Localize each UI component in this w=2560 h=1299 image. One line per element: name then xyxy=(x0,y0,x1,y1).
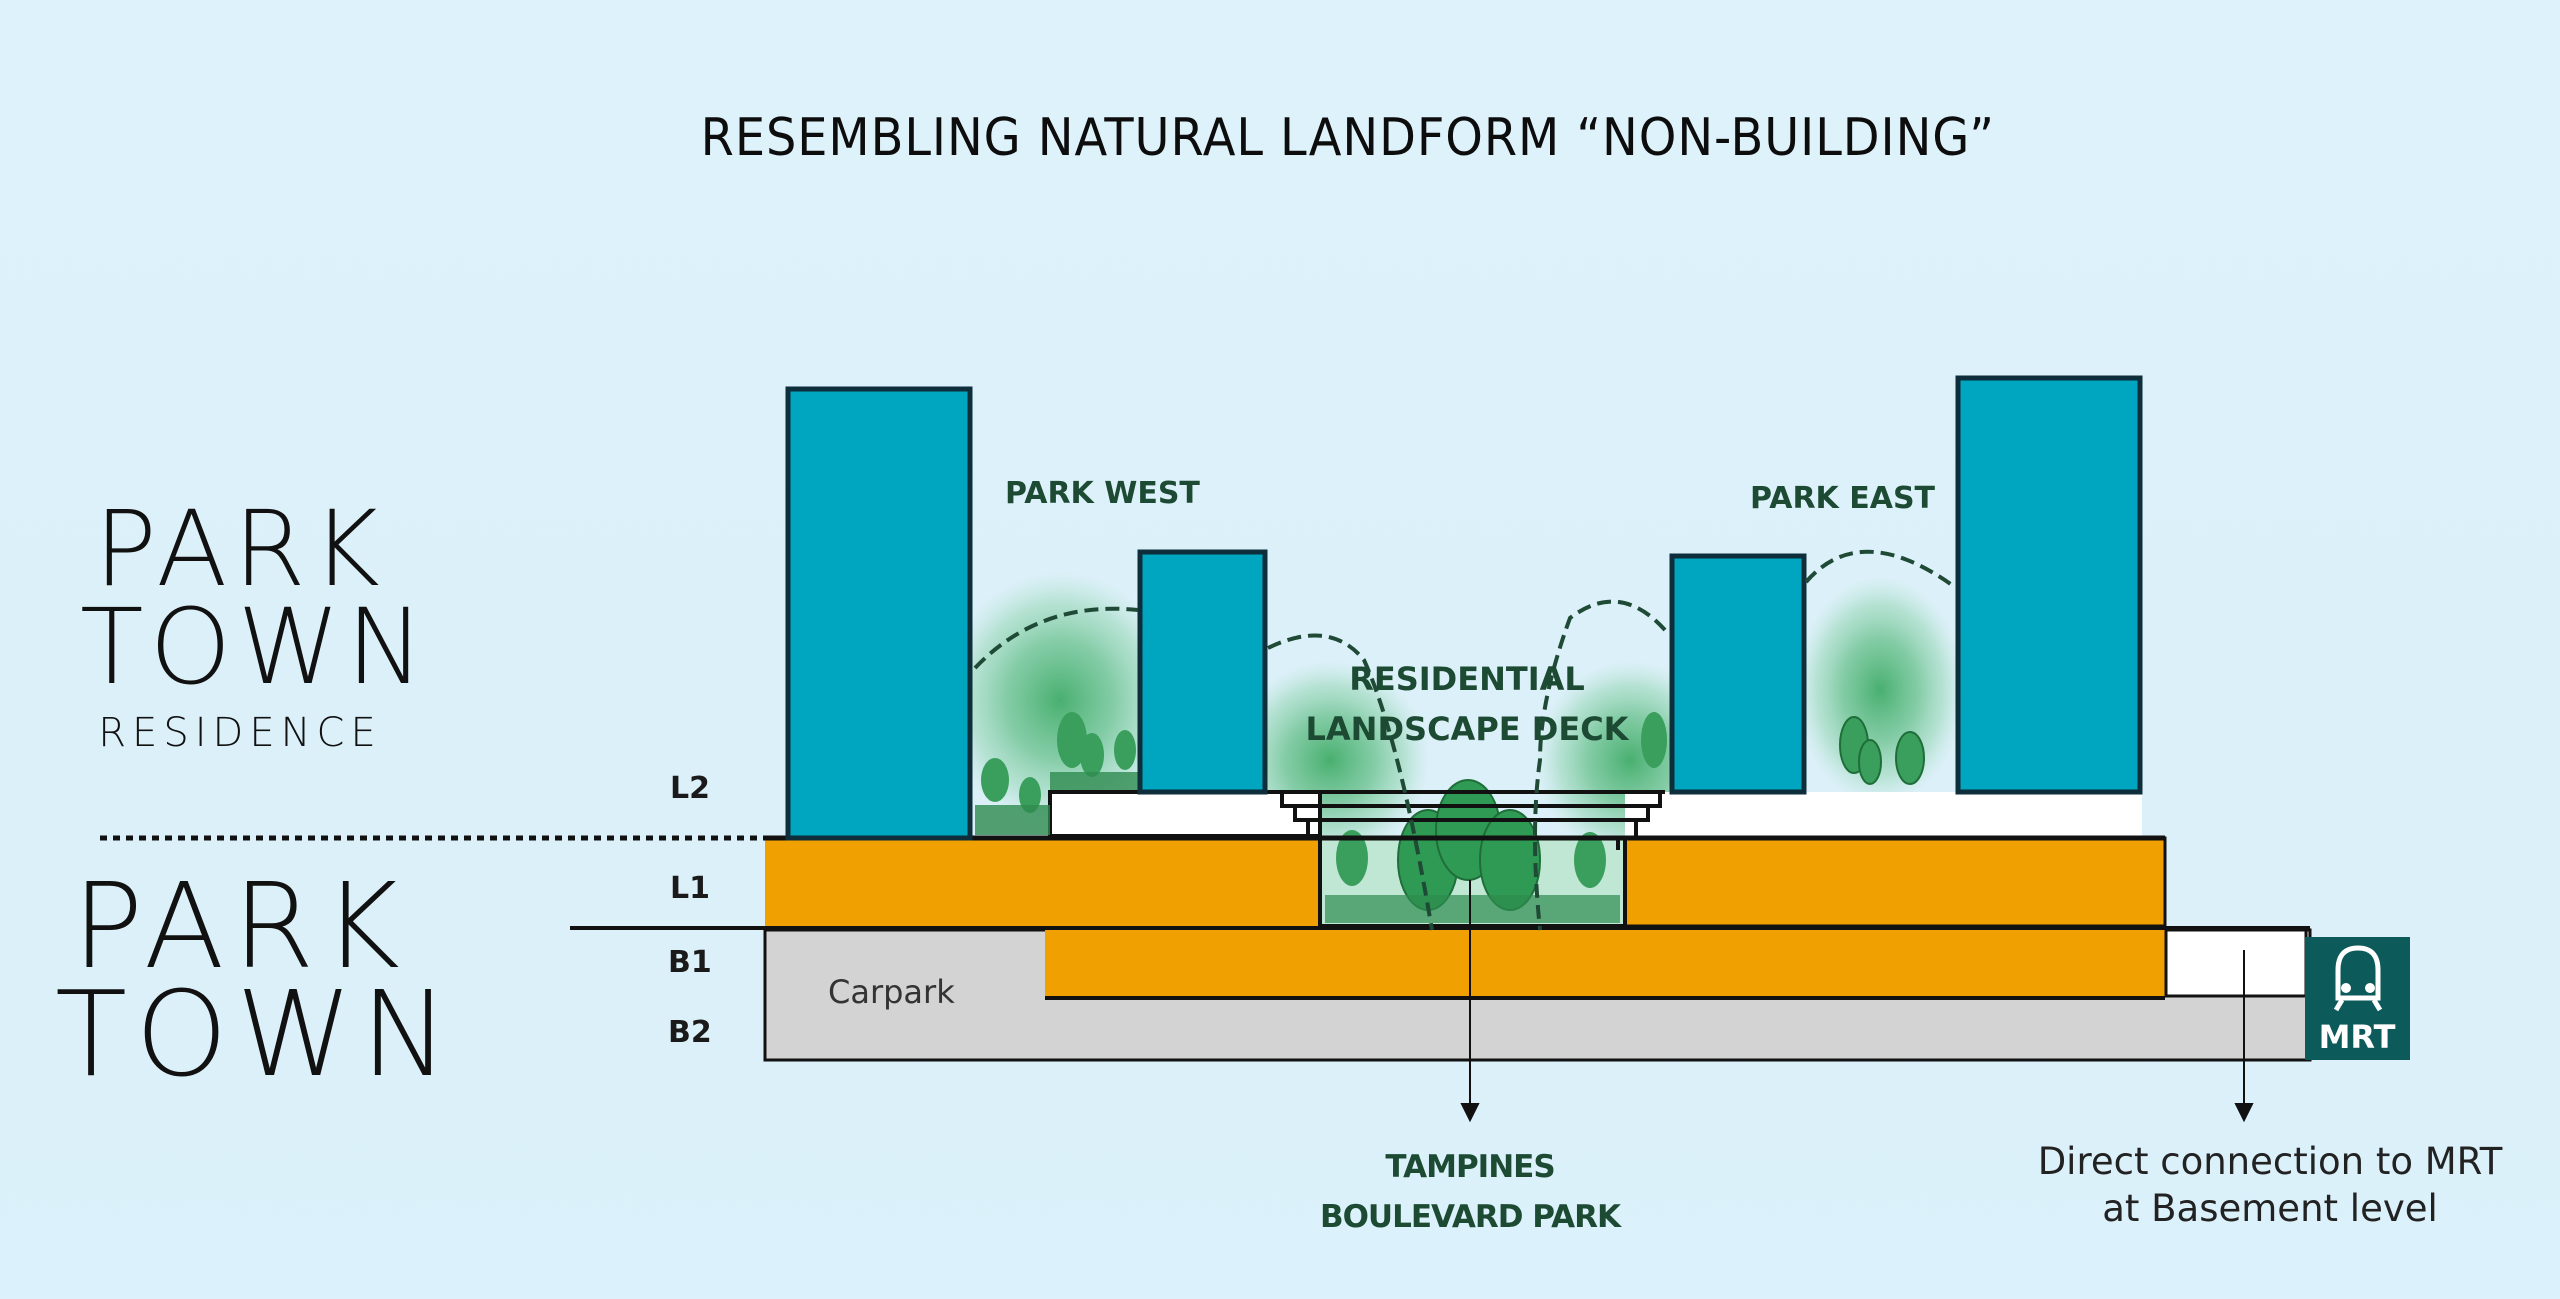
park-town-mall-logo: PARK TOWN xyxy=(55,857,457,1103)
deck-label-line1: RESIDENTIAL xyxy=(1349,660,1585,698)
diagram-title: RESEMBLING NATURAL LANDFORM “NON-BUILDIN… xyxy=(700,108,1995,168)
carpark-label: Carpark xyxy=(828,973,955,1011)
tree xyxy=(1114,730,1136,770)
tree xyxy=(1057,712,1087,768)
arc-deck-right xyxy=(1533,599,1667,931)
mrt-connection-annotation: Direct connection to MRT at Basement lev… xyxy=(1990,1138,2550,1232)
mrt-badge: MRT xyxy=(2305,937,2410,1060)
dashed-connection-paths xyxy=(973,549,1954,931)
level-label-b1: B1 xyxy=(668,945,712,980)
tree xyxy=(1019,777,1041,813)
arc-west xyxy=(973,606,1139,670)
annotation-line: at Basement level xyxy=(2102,1187,2438,1230)
tree xyxy=(981,758,1009,802)
tree xyxy=(1895,731,1925,785)
l1-retail-east xyxy=(1623,836,2167,928)
mrt-arrow-head xyxy=(2234,1103,2254,1123)
park-arrow-head xyxy=(1460,1103,1480,1123)
train-icon xyxy=(2333,945,2383,1012)
park-east-trees xyxy=(1641,712,1925,785)
tree xyxy=(1080,733,1104,777)
tree xyxy=(1858,739,1882,785)
park-shrubs xyxy=(1325,895,1620,923)
level-label-l2: L2 xyxy=(670,771,710,806)
deck-label-line2: LANDSCAPE DECK xyxy=(1306,710,1630,748)
arc-deck-left xyxy=(1267,633,1434,931)
annotation-arrows xyxy=(1460,880,2254,1123)
logo-word-park: PARK xyxy=(94,488,386,610)
annotation-line: BOULEVARD PARK xyxy=(1319,1199,1621,1235)
park-west-shrubs xyxy=(975,805,1050,835)
l2-deck-east xyxy=(1625,792,2142,836)
arc-east xyxy=(1804,549,1954,587)
tampines-boulevard-park-annotation: TAMPINES BOULEVARD PARK xyxy=(1280,1142,1660,1242)
logo-word-town: TOWN xyxy=(80,586,431,708)
tree xyxy=(1574,832,1606,888)
logo-subtitle-residence: RESIDENCE xyxy=(98,710,382,756)
tree xyxy=(1336,830,1368,886)
park-town-residence-logo: PARK TOWN RESIDENCE xyxy=(80,488,431,756)
annotation-line: Direct connection to MRT xyxy=(2037,1140,2503,1183)
park-west-shrubs-upper xyxy=(1050,772,1140,790)
level-label-b2: B2 xyxy=(668,1015,712,1050)
annotation-line: TAMPINES xyxy=(1385,1149,1555,1185)
tower-east-tall xyxy=(1955,375,2143,795)
mrt-connection-passage xyxy=(2164,928,2308,998)
b1-retail-block xyxy=(1045,930,2165,998)
park-east-label: PARK EAST xyxy=(1750,481,1936,516)
tree xyxy=(1641,712,1667,768)
l2-deck-west xyxy=(1048,790,1322,838)
l1-retail-west xyxy=(765,838,1320,926)
stepped-landscape-deck xyxy=(1280,790,1665,850)
park-west-label: PARK WEST xyxy=(1005,476,1200,511)
park-west-trees xyxy=(975,712,1140,835)
residential-towers xyxy=(785,375,2143,841)
logo-word-town: TOWN xyxy=(55,965,457,1103)
logo-word-park: PARK xyxy=(72,857,408,995)
tower-west-tall xyxy=(785,386,973,841)
tower-west-short xyxy=(1137,549,1268,795)
tower-east-short xyxy=(1669,553,1807,795)
mrt-badge-label: MRT xyxy=(2319,1018,2396,1056)
level-label-l1: L1 xyxy=(670,871,710,906)
